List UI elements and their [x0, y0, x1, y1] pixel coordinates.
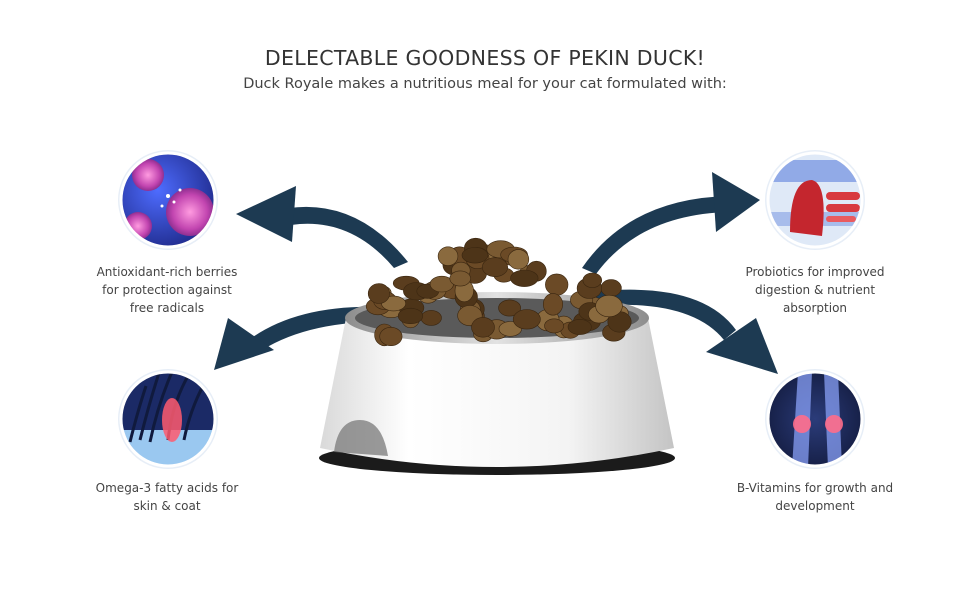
kibble-piece — [507, 249, 530, 270]
kibble-piece — [544, 318, 565, 334]
kibble-piece — [367, 283, 390, 304]
kibble-piece — [567, 319, 592, 335]
kibble-piece — [449, 270, 471, 287]
kibble-piece — [582, 272, 602, 288]
page-subtitle: Duck Royale makes a nutritious meal for … — [243, 76, 727, 92]
skin-hair-icon — [118, 369, 218, 469]
digestive-system-icon — [765, 150, 865, 250]
kibble-piece — [512, 309, 541, 330]
kibble-piece — [510, 269, 539, 287]
kibble-piece — [498, 299, 522, 317]
kibble-piece — [545, 273, 569, 296]
kibble-piece — [397, 307, 424, 324]
kibble-piece — [595, 294, 623, 318]
kibble-piece — [471, 317, 495, 338]
arrow-to-b-vitamins — [590, 289, 778, 374]
kibble-piece — [420, 310, 442, 326]
kibble-piece — [542, 293, 563, 316]
kibble-piece — [379, 326, 403, 346]
kibble-pile — [365, 237, 632, 347]
food-bowl — [319, 292, 675, 475]
benefit-omega3-label: Omega-3 fatty acids for skin & coat — [95, 481, 239, 513]
benefit-antioxidants-label: Antioxidant-rich berries for protection … — [96, 265, 238, 315]
kibble-piece — [461, 247, 489, 264]
kibble-piece — [600, 279, 622, 297]
arrow-to-antioxidants — [236, 186, 408, 268]
page-title: DELECTABLE GOODNESS OF PEKIN DUCK! — [264, 46, 706, 70]
benefit-probiotics-label: Probiotics for improved digestion & nutr… — [745, 265, 885, 315]
benefit-b-vitamins-label: B-Vitamins for growth and development — [736, 481, 894, 513]
kibble-piece — [437, 246, 459, 266]
arrow-to-probiotics — [582, 172, 760, 274]
kibble-piece — [481, 257, 508, 278]
cells-icon — [118, 150, 218, 250]
leg-bones-icon — [765, 369, 865, 469]
